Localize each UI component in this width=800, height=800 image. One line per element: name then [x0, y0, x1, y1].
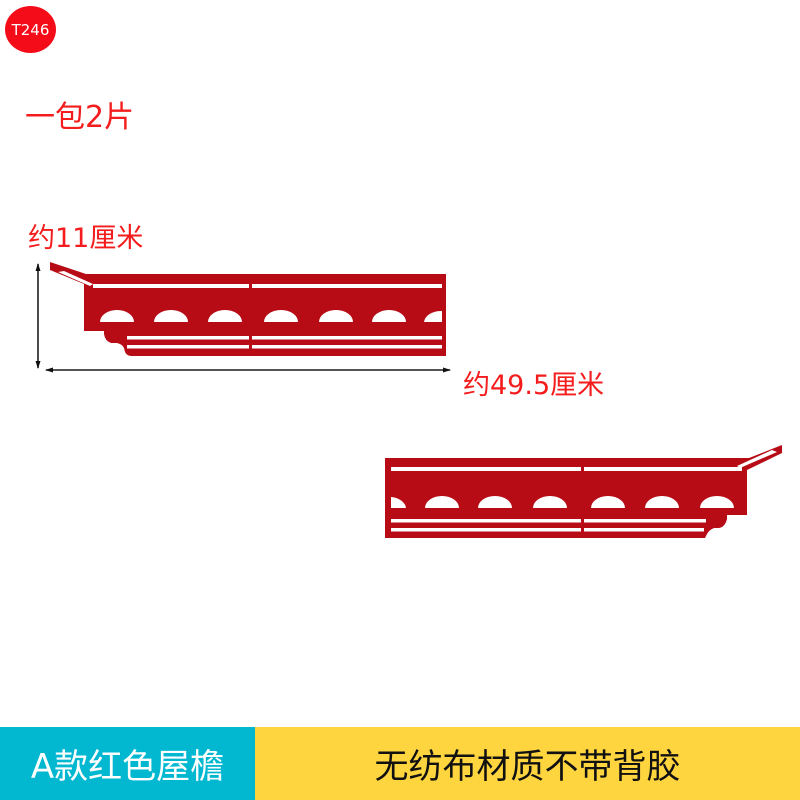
height-dimension-label: 约11厘米	[28, 223, 144, 254]
footer-banner: A款红色屋檐 无纺布材质不带背胶	[0, 727, 800, 800]
material-note-label: 无纺布材质不带背胶	[255, 727, 800, 800]
eave-piece-1	[50, 262, 446, 356]
product-code-badge: T246	[5, 6, 56, 53]
width-dimension-label: 约49.5厘米	[463, 370, 605, 401]
eave-piece-2	[385, 445, 782, 538]
style-name-label: A款红色屋檐	[0, 727, 255, 800]
pack-quantity-label: 一包2片	[25, 100, 135, 135]
